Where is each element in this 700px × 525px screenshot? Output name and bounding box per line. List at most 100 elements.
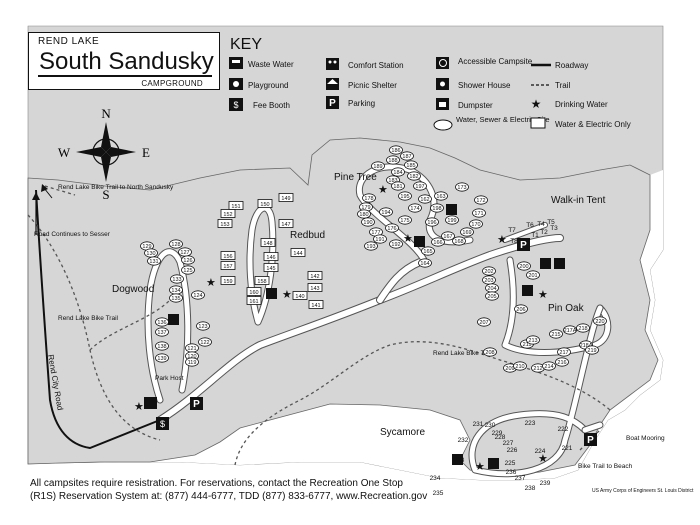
- campsite-213: 213: [526, 335, 540, 345]
- site-number: 160: [249, 290, 258, 296]
- site-oval: [196, 321, 210, 331]
- site-number: 119: [188, 360, 197, 366]
- site-oval: [389, 239, 403, 249]
- site-oval: [455, 182, 469, 192]
- drinking-water-icon: ★: [475, 460, 485, 473]
- campsite-202: 202: [482, 266, 496, 276]
- site-number: 192: [391, 242, 400, 248]
- campsite-134: 134: [169, 285, 183, 295]
- parking-icon: [517, 238, 530, 251]
- site-number: 145: [266, 266, 275, 272]
- campsite-147: 147: [278, 219, 294, 228]
- site-number: 181: [393, 184, 402, 190]
- site-number: 224: [535, 448, 546, 455]
- parking-icon: P: [326, 96, 339, 109]
- campsite-139: 139: [155, 353, 169, 363]
- campsite-224: 224: [535, 448, 546, 455]
- site-oval: [404, 160, 418, 170]
- site-number: 176: [387, 226, 396, 232]
- site-oval: [563, 325, 577, 335]
- site-box: [220, 276, 236, 285]
- svg-text:$: $: [233, 100, 238, 110]
- svg-text:P: P: [520, 240, 527, 251]
- site-number: 151: [231, 204, 240, 210]
- boat-mooring-label: Boat Mooring: [626, 435, 665, 442]
- site-number: T8: [510, 238, 518, 245]
- site-number: 126: [183, 258, 192, 264]
- drinking-water-icon: ★: [538, 452, 548, 465]
- site-number: 174: [410, 206, 419, 212]
- drinking-water-icon: ★: [134, 400, 144, 413]
- park-title: South Sandusky: [39, 48, 214, 75]
- campsite-158: 158: [254, 276, 270, 285]
- site-number: 158: [257, 279, 266, 285]
- site-oval: [362, 193, 376, 203]
- site-number: 175: [400, 218, 409, 224]
- site-number: 169: [462, 230, 471, 236]
- title-rule: [38, 75, 212, 77]
- site-number: 193: [366, 244, 375, 250]
- campsite-203: 203: [482, 275, 496, 285]
- bike-trail-west-label: Rend Lake Bike Trail: [58, 315, 119, 322]
- fee-booth-icon: $: [229, 98, 243, 111]
- campsite-201: 201: [526, 270, 540, 280]
- campsite-168: 168: [452, 236, 466, 246]
- drinking-water-icon: ★: [378, 183, 388, 196]
- shower-house-icon: [554, 258, 565, 269]
- campsite-226: 226: [507, 447, 518, 454]
- site-number: 125: [183, 268, 192, 274]
- title-top: REND LAKE: [38, 36, 100, 47]
- site-oval: [364, 241, 378, 251]
- site-number: 149: [281, 196, 290, 202]
- drinking-water-icon: ★: [403, 232, 413, 245]
- site-oval: [430, 203, 444, 213]
- site-number: 166: [433, 240, 442, 246]
- site-oval: [593, 316, 607, 326]
- site-number: 147: [281, 222, 290, 228]
- site-number: 188: [388, 158, 397, 164]
- site-number: 218A: [580, 343, 593, 349]
- campsite-230: 230: [485, 422, 496, 429]
- shower-house-icon: [488, 458, 499, 469]
- site-number: 215: [551, 332, 560, 338]
- campsite-162: 162: [418, 194, 432, 204]
- drinking-water-icon: ★: [282, 288, 292, 301]
- site-number: 229: [492, 430, 503, 437]
- site-box: [254, 276, 270, 285]
- key-accessible-campsite-a: Accessible Campsite: [458, 57, 533, 66]
- site-number: 219: [587, 348, 596, 354]
- site-oval: [585, 345, 599, 355]
- campsite-127: 127: [178, 247, 192, 257]
- site-number: T4: [537, 221, 545, 228]
- campsite-T7: T7: [508, 227, 516, 234]
- campsite-125: 125: [181, 265, 195, 275]
- campsite-236: 236: [506, 469, 517, 476]
- site-number: T5: [547, 219, 555, 226]
- campsite-142: 142: [307, 271, 323, 280]
- svg-text:$: $: [160, 419, 165, 429]
- site-number: 202: [484, 269, 493, 275]
- drinking-water-icon: ★: [497, 233, 507, 246]
- site-number: 162: [420, 197, 429, 203]
- campsite-184: 184: [391, 167, 405, 177]
- campsites-layer: 1281291301311271261251331241341351361371…: [140, 145, 607, 497]
- campsite-167: 167: [441, 231, 455, 241]
- key-fee-booth: Fee Booth: [253, 101, 290, 110]
- site-number: 186: [391, 148, 400, 154]
- site-oval: [513, 361, 527, 371]
- site-oval: [576, 323, 590, 333]
- key-comfort-station: Comfort Station: [348, 61, 404, 70]
- key-water-sewer-electric: Water, Sewer & Electric Site: [456, 115, 550, 124]
- playground-icon: [229, 78, 243, 90]
- site-box: [278, 193, 294, 202]
- site-number: 161: [249, 299, 258, 305]
- site-box: [246, 287, 262, 296]
- comfort-station-icon: [266, 288, 277, 299]
- site-number: 140: [295, 294, 304, 300]
- site-box: [290, 248, 306, 257]
- parking-icon: [584, 433, 597, 446]
- campsite-239: 239: [540, 480, 551, 487]
- campsite-204: 204: [485, 283, 499, 293]
- campsite-232: 232: [458, 437, 469, 444]
- campsite-152: 152: [220, 209, 236, 218]
